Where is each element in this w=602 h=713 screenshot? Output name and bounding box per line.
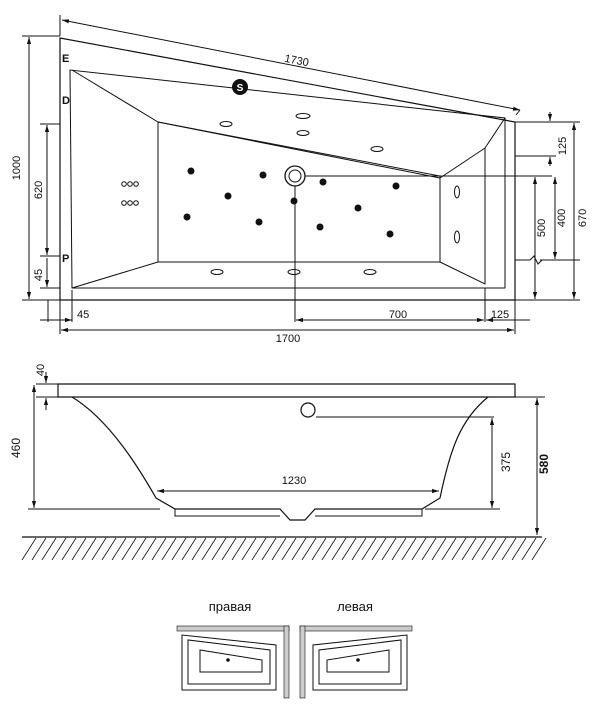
hatch-line [391, 537, 407, 561]
hatch-line [321, 537, 337, 561]
variant-right-thumbnail [176, 625, 290, 699]
variants: правая левая [176, 599, 413, 699]
floor-hatch [21, 537, 547, 561]
hatch-line [91, 537, 107, 561]
hatch-line [311, 537, 327, 561]
hatch-line [111, 537, 127, 561]
hatch-line [71, 537, 87, 561]
side-rim [57, 383, 516, 398]
hatch-line [261, 537, 277, 561]
dim-bottom-small: 45 [77, 309, 89, 321]
hatch-line [421, 537, 437, 561]
dim-right-500: 500 [536, 219, 548, 237]
overflow-icon [300, 402, 316, 418]
hatch-line [451, 537, 467, 561]
hatch-line [341, 537, 357, 561]
hatch-line [131, 537, 147, 561]
hatch-line [491, 537, 507, 561]
hatch-line [181, 537, 197, 561]
hatch-line [411, 537, 427, 561]
top-view: S [11, 15, 589, 345]
drain-icon [284, 165, 306, 187]
hatch-line [41, 537, 57, 561]
dim-diagonal: 1730 [283, 53, 309, 69]
hatch-line [331, 537, 347, 561]
dim-left-small: 45 [33, 269, 45, 281]
hatch-line [291, 537, 307, 561]
dim-bottom-width: 1230 [282, 475, 306, 487]
dim-height-left: 460 [9, 438, 23, 458]
dim-bottom-drain: 700 [389, 309, 407, 321]
dim-left-inner: 620 [33, 181, 45, 199]
variant-right-label: правая [209, 599, 252, 614]
hatch-line [401, 537, 417, 561]
hatch-line [351, 537, 367, 561]
dim-right-400: 400 [556, 209, 568, 227]
hatch-line [191, 537, 207, 561]
dim-left-total: 1000 [11, 156, 23, 180]
hatch-line [481, 537, 497, 561]
hatch-line [371, 537, 387, 561]
hatch-line [121, 537, 137, 561]
hatch-line [511, 537, 527, 561]
point-d: D [62, 95, 70, 107]
hatch-line [501, 537, 517, 561]
hatch-line [521, 537, 537, 561]
dim-drain-height: 375 [499, 452, 513, 472]
hatch-line [61, 537, 77, 561]
side-view: 40 460 1230 375 580 [9, 364, 551, 561]
hatch-line [221, 537, 237, 561]
dim-right-short: 125 [557, 137, 569, 155]
hatch-line [281, 537, 297, 561]
hatch-line [101, 537, 117, 561]
dim-bottom-total: 1700 [276, 333, 300, 345]
floor-air-jets [183, 167, 400, 238]
dim-total-height: 580 [537, 454, 551, 474]
hatch-line [161, 537, 177, 561]
hatch-line [251, 537, 267, 561]
hatch-line [471, 537, 487, 561]
hatch-line [21, 537, 37, 561]
hatch-line [31, 537, 47, 561]
point-e: E [62, 53, 69, 65]
hatch-line [431, 537, 447, 561]
hatch-line [201, 537, 217, 561]
hatch-line [241, 537, 257, 561]
svg-text:S: S [237, 83, 244, 94]
variant-left-thumbnail [299, 625, 413, 699]
dim-bottom-right: 125 [491, 309, 509, 321]
hatch-line [171, 537, 187, 561]
hatch-line [231, 537, 247, 561]
hatch-line [271, 537, 287, 561]
point-p: P [62, 253, 69, 265]
hatch-line [151, 537, 167, 561]
dim-right-670: 670 [577, 209, 589, 227]
hatch-line [461, 537, 477, 561]
side-body [71, 396, 489, 521]
hatch-line [51, 537, 67, 561]
hatch-line [361, 537, 377, 561]
hatch-line [301, 537, 317, 561]
hatch-line [211, 537, 227, 561]
hatch-line [81, 537, 97, 561]
variant-left-label: левая [337, 599, 373, 614]
tub-floor [157, 121, 441, 263]
wall-jets [121, 113, 460, 275]
hatch-line [441, 537, 457, 561]
dim-rim: 40 [35, 364, 47, 376]
hatch-line [141, 537, 157, 561]
hatch-line [381, 537, 397, 561]
hatch-line [531, 537, 547, 561]
